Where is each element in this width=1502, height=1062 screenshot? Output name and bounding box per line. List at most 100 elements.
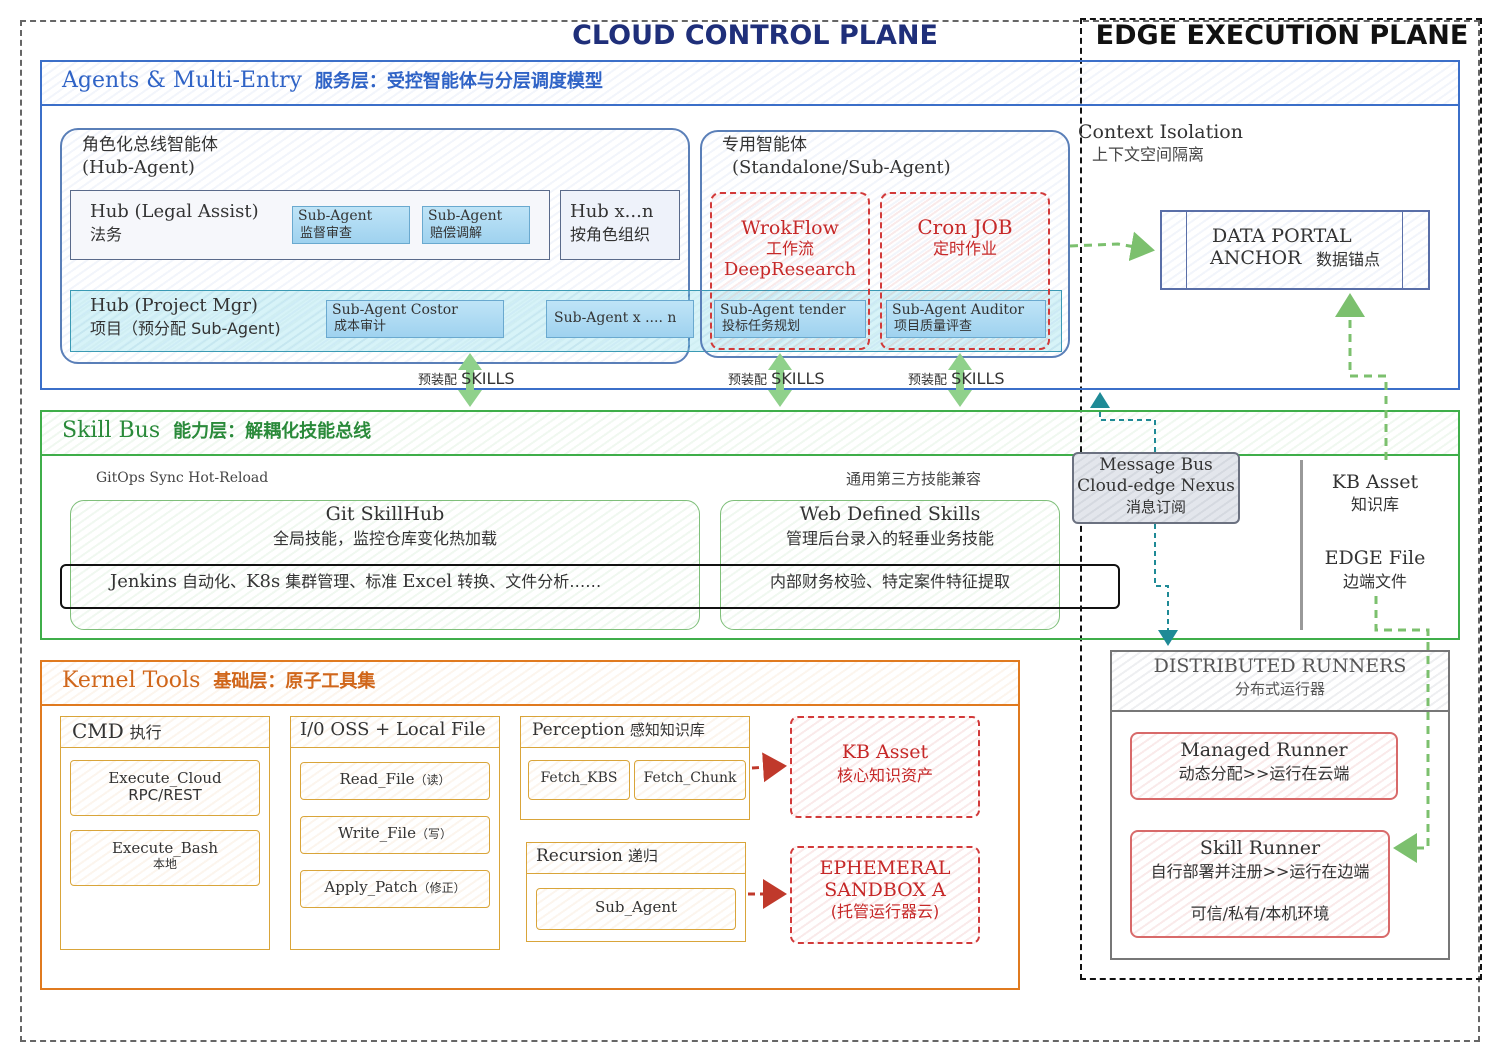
git-skillhub-title: Git SkillHub: [325, 503, 445, 525]
skill-bus-title-cn: 能力层：解耦化技能总线: [173, 421, 372, 442]
kernel-title: Kernel Tools 基础层：原子工具集: [62, 668, 375, 693]
skill-runner-box[interactable]: [1130, 830, 1390, 938]
example-k8s: K8s: [246, 571, 281, 592]
write-file-name: Write_File: [337, 824, 416, 842]
sub-agent-tender-desc: 投标任务规划: [722, 319, 801, 334]
context-isolation-title: Context Isolation: [1078, 121, 1243, 143]
double-arrow-icon: [768, 353, 792, 407]
example-text-1: 自动化、: [176, 572, 247, 591]
fetch-kbs-tool[interactable]: [528, 760, 630, 800]
io-panel: [290, 716, 500, 950]
fetch-chunk-label: Fetch_Chunk: [643, 770, 737, 786]
hub-xn-desc: 按角色组织: [570, 225, 651, 244]
read-file-tool[interactable]: [300, 762, 490, 800]
cmd-title-en: CMD: [72, 719, 124, 743]
skills-label-3: SKILLS: [951, 369, 1005, 388]
cloud-plane-title: CLOUD CONTROL PLANE: [572, 20, 938, 51]
message-bus-box[interactable]: [1072, 452, 1240, 524]
kernel-title-cn: 基础层：原子工具集: [213, 671, 376, 692]
hub-project-name-cn: 项目（预分配 Sub-Agent): [90, 319, 281, 338]
cloud-plane-frame: [20, 20, 1480, 1042]
write-file-cn: （写）: [415, 827, 452, 841]
cron-job-desc: 定时作业: [932, 239, 997, 258]
sub-agent-supervise-name: Sub-Agent: [298, 208, 373, 224]
sandbox-line1: EPHEMERAL: [819, 857, 951, 879]
double-arrow-icon: [458, 353, 482, 407]
hub-legal-name: Hub (Legal Assist): [90, 201, 259, 222]
kernel-header: [40, 660, 1020, 706]
sub-agent-supervise-desc: 监督审查: [300, 226, 353, 241]
sub-agent-auditor[interactable]: [886, 300, 1046, 338]
sub-agent-xn[interactable]: [546, 300, 694, 338]
skills-label-2: SKILLS: [771, 369, 825, 388]
skills-prefix-3: 预装配: [908, 373, 948, 388]
edge-kb-title: KB Asset: [1331, 471, 1419, 493]
context-isolation-desc: 上下文空间隔离: [1092, 145, 1205, 164]
hub-xn-box[interactable]: [560, 190, 680, 260]
ephemeral-sandbox-box[interactable]: [790, 846, 980, 944]
write-file-tool[interactable]: [300, 816, 490, 854]
data-portal-desc: 数据锚点: [1316, 250, 1381, 269]
edge-plane-title: EDGE EXECUTION PLANE: [1095, 20, 1469, 51]
skills-link-1: 预装配 SKILLS: [400, 350, 560, 410]
skill-examples-highlight: [60, 564, 1120, 609]
data-portal-anchor[interactable]: [1160, 210, 1430, 290]
workflow-extra: DeepResearch: [723, 259, 857, 280]
cmd-header: [60, 716, 270, 748]
example-text-3: 转换、文件分析……: [452, 572, 602, 591]
compat-note: 通用第三方技能兼容: [846, 470, 982, 488]
agents-layer-header: [40, 60, 1460, 106]
sandbox-line2: SANDBOX A: [824, 879, 946, 901]
apply-patch-name: Apply_Patch: [324, 878, 418, 896]
sub-agent-xn-name: Sub-Agent x .... n: [554, 310, 677, 326]
cmd-title-cn: 执行: [129, 723, 162, 742]
skill-runner-extra: 可信/私有/本机环境: [1190, 904, 1330, 923]
skills-link-2: 预装配 SKILLS: [710, 350, 870, 410]
standalone-title-cn: 专用智能体: [722, 135, 807, 155]
managed-runner-title: Managed Runner: [1180, 739, 1348, 761]
recursion-panel: [526, 842, 746, 942]
sub-agent-tender[interactable]: [714, 300, 866, 338]
perception-title-en: Perception: [532, 720, 625, 740]
runners-subtitle: 分布式运行器: [1234, 680, 1325, 698]
kernel-title-en: Kernel Tools: [62, 668, 201, 693]
message-bus-line2: Cloud-edge Nexus: [1077, 476, 1235, 496]
hub-group-title-cn: 角色化总线智能体: [82, 135, 218, 155]
execute-cloud-tool[interactable]: [70, 760, 260, 816]
sub-agent-costor-name: Sub-Agent Costor: [332, 302, 458, 318]
managed-runner-desc: 动态分配>>运行在云端: [1178, 764, 1350, 783]
apply-patch-tool[interactable]: [300, 870, 490, 908]
perception-header: [520, 716, 750, 748]
skill-examples-left: Jenkins 自动化、K8s 集群管理、标准 Excel 转换、文件分析……: [110, 571, 602, 593]
core-kb-asset-box[interactable]: [790, 716, 980, 818]
execute-bash-tool[interactable]: [70, 830, 260, 886]
data-portal-inner-left: [1186, 212, 1187, 288]
data-portal-inner-right: [1402, 212, 1403, 288]
data-portal-line2: ANCHOR: [1210, 247, 1302, 269]
fetch-chunk-tool[interactable]: [634, 760, 746, 800]
data-portal-line1: DATA PORTAL: [1212, 225, 1352, 247]
sandbox-desc: (托管运行器云): [830, 902, 940, 921]
web-skills-title: Web Defined Skills: [799, 503, 981, 525]
sub-agent-supervise[interactable]: [292, 206, 410, 244]
read-file-name: Read_File: [339, 770, 415, 788]
web-skills-desc: 管理后台录入的轻垂业务技能: [785, 529, 994, 548]
execute-bash-l1: Execute_Bash: [111, 839, 219, 857]
recursion-title-en: Recursion: [536, 846, 623, 866]
skill-bus-header: [40, 410, 1460, 456]
io-title: I/0 OSS + Local File: [300, 719, 486, 740]
sub-agent-tender-name: Sub-Agent tender: [720, 302, 846, 318]
sub-agent-costor[interactable]: [326, 300, 504, 338]
recursion-sub-agent-tool[interactable]: [536, 888, 736, 930]
managed-runner-box[interactable]: [1130, 732, 1398, 800]
double-arrow-icon: [948, 353, 972, 407]
edge-file-desc: 边端文件: [1342, 572, 1407, 591]
cmd-panel: [60, 716, 270, 950]
hub-project-name: Hub (Project Mgr): [90, 295, 258, 316]
edge-divider: [1300, 460, 1303, 630]
hub-xn-name: Hub x...n: [570, 201, 654, 222]
message-bus-desc: 消息订阅: [1125, 498, 1186, 516]
sub-agent-compensation[interactable]: [422, 206, 530, 244]
message-bus-line1: Message Bus: [1099, 455, 1213, 475]
execute-bash-l2: 本地: [152, 857, 177, 871]
